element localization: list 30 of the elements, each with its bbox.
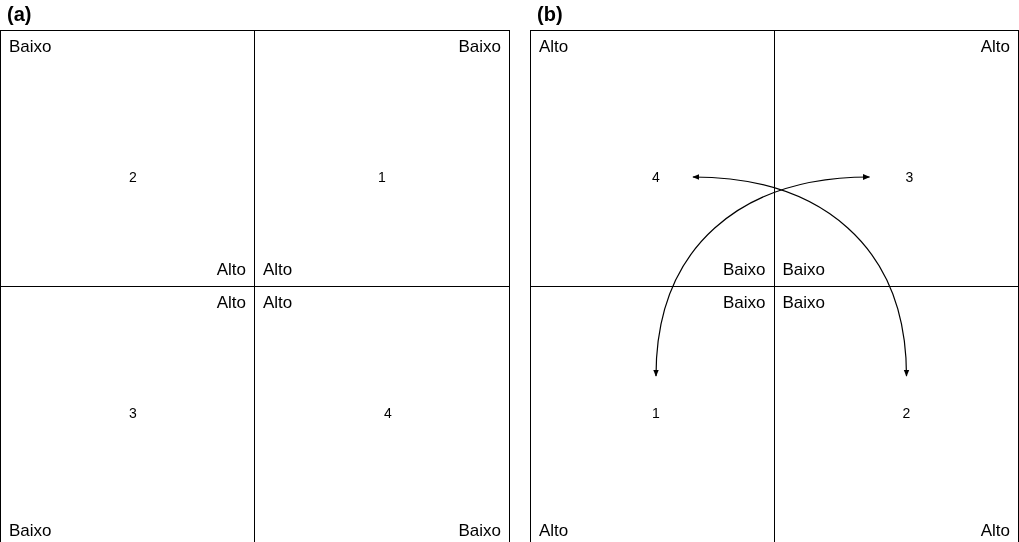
corner-label: Baixo xyxy=(722,293,766,313)
panel-title: (a) xyxy=(7,2,32,26)
corner-label: Alto xyxy=(263,293,293,313)
quadrant-number: 3 xyxy=(905,170,914,184)
corner-label: Baixo xyxy=(722,260,766,280)
quadrant-number: 1 xyxy=(652,406,660,420)
corner-label: Baixo xyxy=(9,37,52,57)
quadrant-number: 4 xyxy=(652,170,660,184)
corner-label: Baixo xyxy=(9,521,52,541)
curved-arrow xyxy=(692,174,909,377)
quadrant-number: 1 xyxy=(378,170,386,184)
corner-label: Alto xyxy=(539,521,569,541)
quadrant-number: 2 xyxy=(129,170,137,184)
panel-title: (b) xyxy=(537,2,563,26)
quadrant-number: 3 xyxy=(129,406,137,420)
corner-label: Baixo xyxy=(458,521,501,541)
quadrant-number: 4 xyxy=(384,406,392,420)
quadrant-box xyxy=(1,31,255,287)
corner-label: Alto xyxy=(263,260,293,280)
corner-label: Alto xyxy=(216,260,246,280)
corner-label: Alto xyxy=(980,521,1010,541)
corner-label: Alto xyxy=(539,37,569,57)
quadrant-box xyxy=(531,31,775,287)
quadrant-number: 2 xyxy=(902,406,911,420)
corner-label: Alto xyxy=(980,37,1010,57)
corner-label: Baixo xyxy=(458,37,501,57)
curved-arrow xyxy=(653,174,871,377)
corner-label: Alto xyxy=(216,293,246,313)
corner-label: Baixo xyxy=(782,260,826,280)
corner-label: Baixo xyxy=(782,293,826,313)
